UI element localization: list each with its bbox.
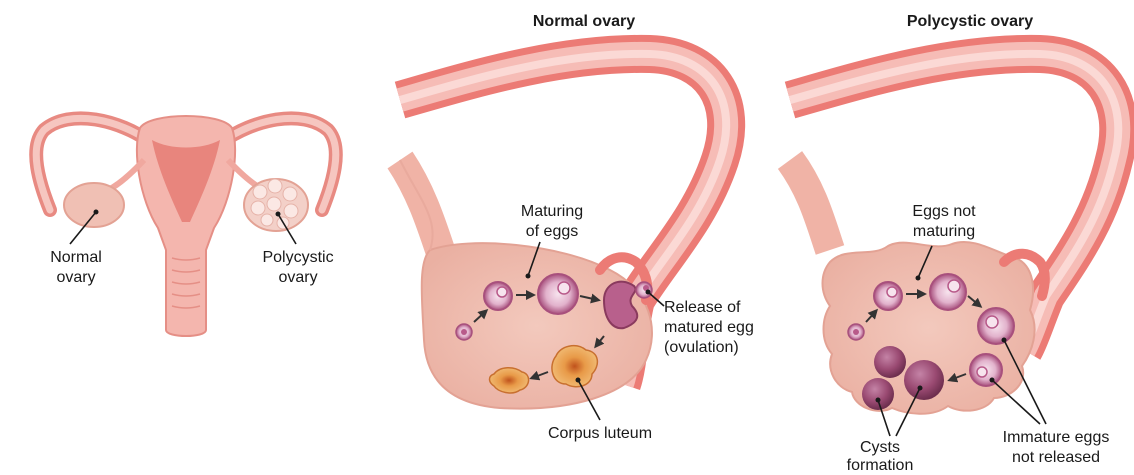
maturing-eggs-label-2: of eggs: [526, 223, 578, 240]
cysts-formation-label-2: formation: [847, 457, 914, 474]
normal-ovary-title: Normal ovary: [533, 13, 635, 30]
polycystic-ovary-panel: [790, 54, 1118, 436]
normal-egg-medium: [484, 282, 512, 310]
immature-eggs-label: Immature eggs: [1003, 429, 1110, 446]
maturing-eggs-label: Maturing: [521, 203, 583, 220]
normal-follicle-rupturing: [604, 282, 637, 329]
polycystic-ovary-label: Polycystic: [262, 249, 333, 266]
polycystic-ovary-label-2: ovary: [278, 269, 317, 286]
normal-ovary-label-2: ovary: [56, 269, 95, 286]
polycystic-ovary-title: Polycystic ovary: [907, 13, 1033, 30]
cyst-left: [862, 378, 894, 410]
uterus-illustration: [36, 116, 336, 336]
release-label-3: (ovulation): [664, 339, 739, 356]
eggs-not-maturing-label-2: maturing: [913, 223, 975, 240]
immature-egg-upper: [978, 308, 1014, 344]
normal-released-egg: [636, 282, 652, 298]
polycystic-ovary-shape: [244, 179, 308, 231]
poly-egg-small: [848, 324, 864, 340]
normal-egg-large: [538, 274, 578, 314]
normal-egg-small: [456, 324, 472, 340]
poly-egg-large: [930, 274, 966, 310]
poly-egg-medium: [874, 282, 902, 310]
normal-ovary-label: Normal: [50, 249, 102, 266]
release-label: Release of: [664, 299, 741, 316]
cyst-center: [904, 360, 944, 400]
eggs-not-maturing-label: Eggs not: [912, 203, 976, 220]
release-label-2: matured egg: [664, 319, 754, 336]
cysts-formation-label: Cysts: [860, 439, 900, 456]
corpus-luteum-label: Corpus luteum: [548, 425, 652, 442]
normal-ovary-shape: [64, 183, 124, 227]
corpus-luteum-large: [552, 346, 597, 387]
immature-eggs-label-2: not released: [1012, 449, 1100, 466]
immature-egg-lower: [970, 354, 1002, 386]
cyst-top: [874, 346, 906, 378]
